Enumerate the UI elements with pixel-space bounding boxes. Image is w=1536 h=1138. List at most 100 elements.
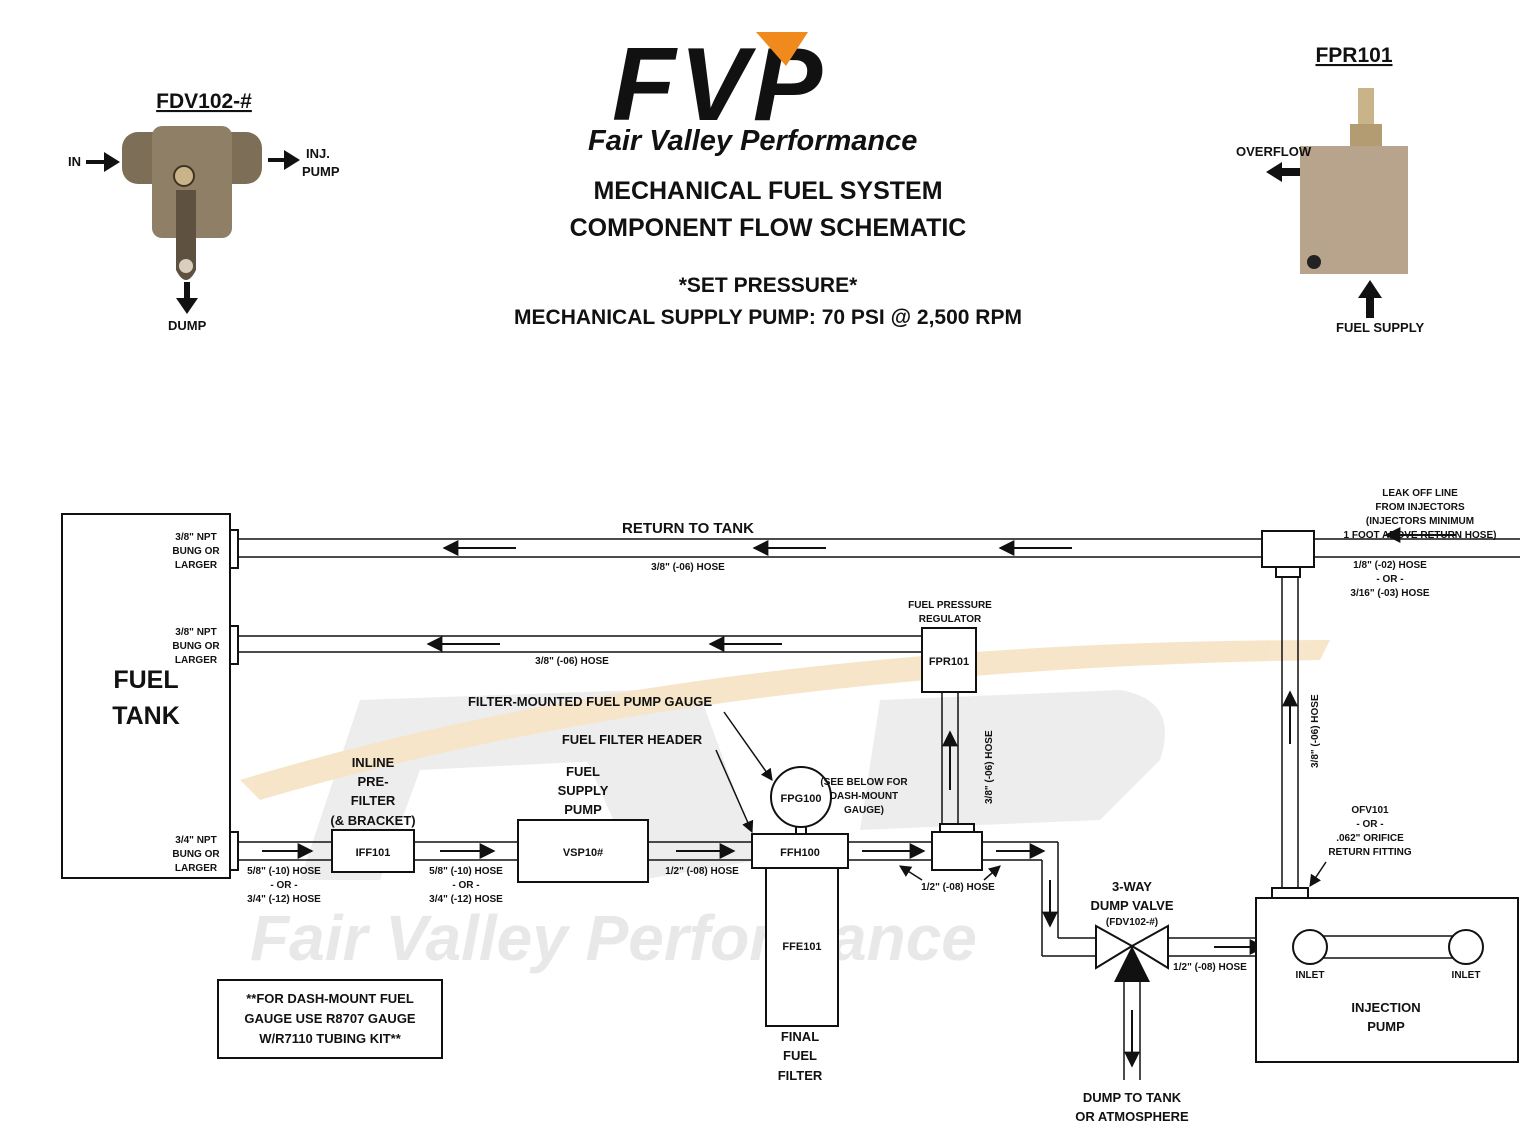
regulator-part: FPR101: [929, 656, 969, 668]
gauge-note-2: DASH-MOUNT: [830, 791, 898, 802]
fdv-dump-arrow: [176, 282, 198, 314]
injection-pump: INLET INLET INJECTION PUMP: [1255, 897, 1519, 1063]
dump-valve-part: (FDV102-#): [1106, 917, 1158, 928]
supply-line: 5/8" (-10) HOSE - OR - 3/4" (-12) HOSE 5…: [238, 841, 1096, 957]
fpr-inset-title: FPR101: [1315, 44, 1392, 67]
right-vertical-line: 3/8" (-06) HOSE: [1271, 577, 1321, 899]
bung-top-1: 3/8" NPT: [175, 532, 216, 543]
prefilter-label-4: (& BRACKET): [330, 813, 415, 828]
return-hose: 3/8" (-06) HOSE: [651, 562, 725, 573]
ofv-2: - OR -: [1356, 819, 1383, 830]
fvp-logo: FVP Fair Valley Performance: [588, 27, 917, 157]
injection-pump-label-2: PUMP: [1367, 1019, 1405, 1034]
dash-note: **FOR DASH-MOUNT FUEL GAUGE USE R8707 GA…: [217, 979, 443, 1059]
fpr-supply-arrow: [1358, 280, 1382, 318]
return-tee: LEAK OFF LINE FROM INJECTORS (INJECTORS …: [1261, 488, 1520, 599]
fdv-in-arrow: [86, 152, 120, 172]
fpr-supply-label: FUEL SUPPLY: [1336, 320, 1424, 335]
ofv-3: .062" ORIFICE: [1336, 833, 1404, 844]
bung-bot-1: 3/4" NPT: [175, 835, 216, 846]
title-line1: MECHANICAL FUEL SYSTEM: [593, 177, 942, 205]
gauge-note-1: (SEE BELOW FOR: [820, 777, 908, 788]
fpr-inset: FPR101 OVERFLOW FUEL SUPPLY: [1236, 44, 1424, 335]
fpr-overflow-label: OVERFLOW: [1236, 144, 1312, 159]
ofv-1: OFV101: [1351, 805, 1389, 816]
header-part: FFH100: [780, 847, 820, 859]
bung-mid-3: LARGER: [175, 655, 218, 666]
dash-note-1: **FOR DASH-MOUNT FUEL: [246, 991, 414, 1006]
dash-note-2: GAUGE USE R8707 GAUGE: [244, 1011, 416, 1026]
gauge-label: FILTER-MOUNTED FUEL PUMP GAUGE: [468, 694, 712, 709]
fdv-valve-photo: [122, 126, 262, 280]
regulator-label-2: REGULATOR: [919, 614, 982, 625]
regulator: FPR101 FUEL PRESSURE REGULATOR 3/8" (-06…: [908, 600, 995, 832]
leak-hose-1: 1/8" (-02) HOSE: [1353, 560, 1427, 571]
leak-label-4: 1 FOOT ABOVE RETURN HOSE): [1344, 530, 1497, 541]
tank-label-1: FUEL: [113, 666, 178, 694]
supply-pump: VSP10# FUEL SUPPLY PUMP: [517, 764, 649, 883]
bung-top-2: BUNG OR: [172, 546, 220, 557]
hose-b-3: 3/4" (-12) HOSE: [429, 894, 503, 905]
hose-e: 1/2" (-08) HOSE: [1173, 962, 1247, 973]
title-line2: COMPONENT FLOW SCHEMATIC: [570, 214, 967, 242]
hose-a-2: - OR -: [270, 880, 297, 891]
leak-label-2: FROM INJECTORS: [1375, 502, 1465, 513]
regulator-hose: 3/8" (-06) HOSE: [535, 656, 609, 667]
fdv-dump-label: DUMP: [168, 318, 207, 333]
final-filter-label-3: FILTER: [778, 1068, 823, 1083]
inlet-left: INLET: [1296, 970, 1325, 981]
fdv-inj-label-2: PUMP: [302, 164, 340, 179]
header-label: FUEL FILTER HEADER: [562, 732, 703, 747]
fuel-tank: FUEL TANK 3/8" NPT BUNG OR LARGER 3/8" N…: [61, 513, 239, 879]
fpr-regulator-photo: [1300, 88, 1408, 274]
fdv-in-label: IN: [68, 154, 81, 169]
pressure-line1: *SET PRESSURE*: [679, 274, 858, 297]
logo-company: Fair Valley Performance: [588, 125, 917, 157]
pressure-line2: MECHANICAL SUPPLY PUMP: 70 PSI @ 2,500 R…: [514, 306, 1022, 329]
ofv-note: OFV101 - OR - .062" ORIFICE RETURN FITTI…: [1309, 805, 1412, 887]
bung-bot-3: LARGER: [175, 863, 218, 874]
hose-b-2: - OR -: [452, 880, 479, 891]
reg-vertical-hose: 3/8" (-06) HOSE: [984, 730, 995, 804]
leak-label-1: LEAK OFF LINE: [1382, 488, 1458, 499]
prefilter-part: IFF101: [356, 847, 391, 859]
fpr-overflow-arrow: [1266, 162, 1300, 182]
dump-out-2: OR ATMOSPHERE: [1075, 1109, 1189, 1124]
bung-mid-2: BUNG OR: [172, 641, 220, 652]
supply-pump-label-2: SUPPLY: [558, 783, 609, 798]
dump-valve-label-1: 3-WAY: [1112, 879, 1152, 894]
supply-tee: [931, 823, 983, 871]
gauge-part: FPG100: [781, 793, 822, 805]
fdv-out-arrow: [268, 150, 300, 170]
final-filter-part: FFE101: [782, 941, 821, 953]
fdv-inj-label-1: INJ.: [306, 146, 330, 161]
hose-a-3: 3/4" (-12) HOSE: [247, 894, 321, 905]
fdv-inset: FDV102-# IN INJ. PUMP DUMP: [68, 90, 340, 333]
final-filter-label-1: FINAL: [781, 1029, 819, 1044]
fdv-inset-title: FDV102-#: [156, 90, 252, 113]
regulator-label-1: FUEL PRESSURE: [908, 600, 992, 611]
prefilter-label-1: INLINE: [352, 755, 395, 770]
return-label: RETURN TO TANK: [622, 520, 754, 537]
bung-top-3: LARGER: [175, 560, 218, 571]
inlet-right: INLET: [1452, 970, 1481, 981]
leak-hose-3: 3/16" (-03) HOSE: [1350, 588, 1430, 599]
hose-c: 1/2" (-08) HOSE: [665, 866, 739, 877]
prefilter-label-2: PRE-: [357, 774, 388, 789]
final-filter-label-2: FUEL: [783, 1048, 817, 1063]
watermark-text: Fair Valley Performance: [250, 902, 977, 974]
prefilter: IFF101 INLINE PRE- FILTER (& BRACKET): [330, 755, 416, 873]
ofv-4: RETURN FITTING: [1328, 847, 1412, 858]
hose-b-1: 5/8" (-10) HOSE: [429, 866, 503, 877]
dash-note-3: W/R7110 TUBING KIT**: [259, 1031, 402, 1046]
supply-pump-label-1: FUEL: [566, 764, 600, 779]
leak-label-3: (INJECTORS MINIMUM: [1366, 516, 1474, 527]
bung-mid-1: 3/8" NPT: [175, 627, 216, 638]
dump-valve-label-2: DUMP VALVE: [1090, 898, 1173, 913]
injection-pump-label-1: INJECTION: [1351, 1000, 1420, 1015]
regulator-line: 3/8" (-06) HOSE: [238, 635, 922, 667]
tank-label-2: TANK: [112, 702, 180, 730]
hose-a-1: 5/8" (-10) HOSE: [247, 866, 321, 877]
right-vertical-hose: 3/8" (-06) HOSE: [1310, 694, 1321, 768]
